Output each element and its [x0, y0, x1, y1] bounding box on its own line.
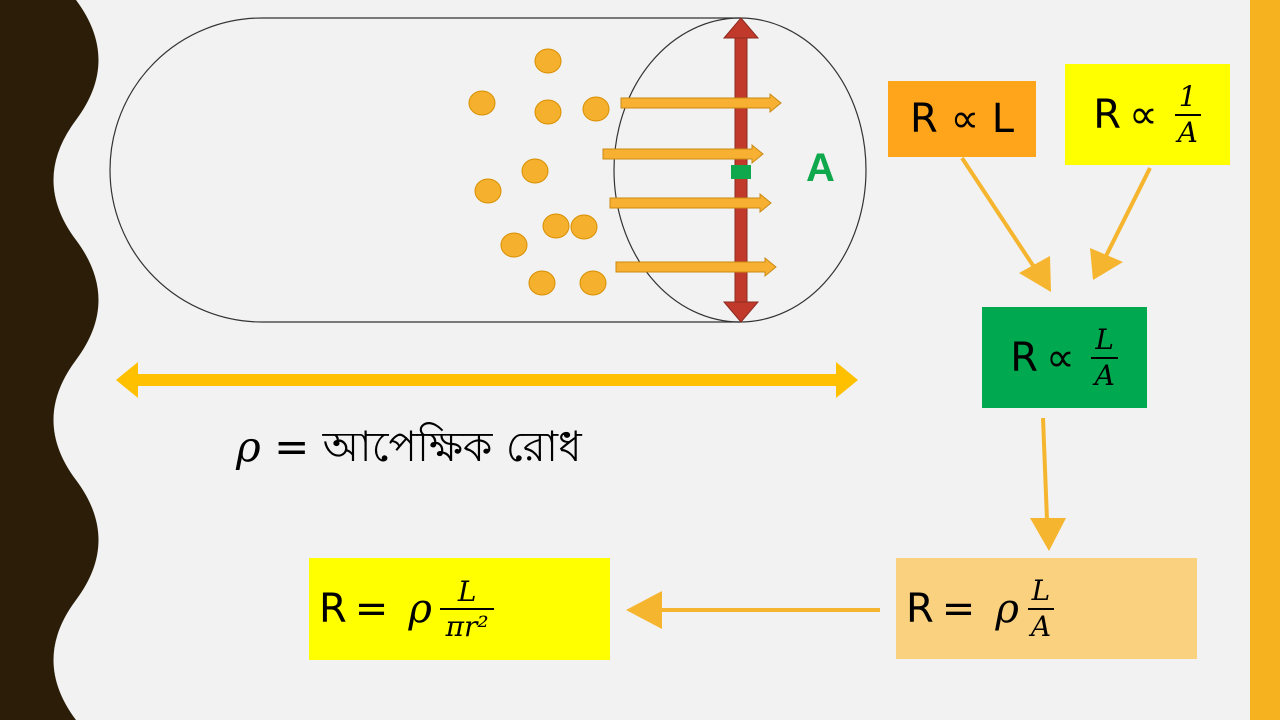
- fraction: L A: [1091, 325, 1119, 390]
- particle: [521, 158, 549, 184]
- rho-symbol: ρ: [408, 586, 432, 632]
- particle: [534, 99, 562, 125]
- numerator: 1: [1174, 82, 1201, 116]
- left-wavy-border: [0, 0, 99, 720]
- caption-text: = আপেক্ষিক রোধ: [274, 422, 582, 471]
- fraction: L πr²: [439, 576, 495, 643]
- formula-r-prop-l-over-a: R ∝ L A: [982, 307, 1147, 408]
- particle: [474, 178, 502, 204]
- formula-op: =: [941, 585, 976, 632]
- fraction: L A: [1027, 576, 1055, 641]
- arrow-rhola-to-pir2-head: [626, 591, 662, 629]
- cylinder-body: [109, 17, 740, 323]
- formula-lhs: R: [1093, 91, 1121, 138]
- numerator: L: [439, 576, 495, 610]
- particle: [468, 90, 496, 116]
- formula-op: ∝: [1045, 334, 1075, 381]
- charge-particles: [468, 48, 610, 296]
- formula-lhs: R: [1010, 334, 1038, 381]
- area-label: A: [806, 146, 835, 190]
- formula-r-prop-inv-a: R ∝ 1 A: [1065, 64, 1230, 165]
- arrow-la-to-rhola-head: [1030, 518, 1066, 551]
- formula-lhs: R: [319, 586, 347, 632]
- denominator: A: [1094, 358, 1115, 392]
- numerator: L: [1091, 325, 1118, 359]
- length-arrow: [116, 362, 858, 398]
- arrow-inva-to-la: [1104, 167, 1152, 257]
- denominator: A: [1177, 115, 1198, 149]
- rho-symbol: ρ: [995, 585, 1019, 632]
- denominator: πr²: [445, 610, 489, 643]
- right-border-strip: [1250, 0, 1280, 720]
- particle: [582, 96, 610, 122]
- formula-r-eq-rho-l-over-pir2: R = ρ L πr²: [309, 558, 610, 660]
- area-marker: [731, 165, 751, 179]
- particle: [500, 232, 528, 258]
- particle: [534, 48, 562, 74]
- formula-op: =: [354, 586, 389, 632]
- arrow-inva-to-la-head: [1090, 248, 1123, 280]
- fraction: 1 A: [1174, 82, 1202, 147]
- flow-arrow: [602, 143, 764, 165]
- arrow-l-to-la-head: [1019, 256, 1051, 292]
- current-flow-arrows: [602, 92, 782, 278]
- formula-op: ∝: [1128, 91, 1158, 138]
- denominator: A: [1030, 609, 1052, 643]
- cylinder-cross-section: [613, 17, 867, 323]
- arrow-l-to-la: [960, 156, 1038, 272]
- connector-arrows: [626, 156, 1152, 629]
- flow-arrow: [620, 92, 782, 114]
- numerator: L: [1027, 576, 1055, 610]
- formula-lhs: R: [906, 585, 934, 632]
- flow-arrow: [615, 256, 777, 278]
- flow-arrow: [609, 192, 772, 214]
- formula-r-prop-l: R ∝ L: [888, 81, 1036, 157]
- formula-r-eq-rho-l-over-a: R = ρ L A: [896, 558, 1197, 659]
- particle: [579, 270, 607, 296]
- resistivity-caption: ρ = আপেক্ষিক রোধ: [236, 414, 582, 485]
- particle: [528, 270, 556, 296]
- particle: [542, 213, 570, 239]
- rho-symbol: ρ: [236, 422, 261, 471]
- formula-r-prop-l-text: R ∝ L: [909, 96, 1015, 142]
- particle: [570, 214, 598, 240]
- arrow-la-to-rhola: [1041, 417, 1049, 521]
